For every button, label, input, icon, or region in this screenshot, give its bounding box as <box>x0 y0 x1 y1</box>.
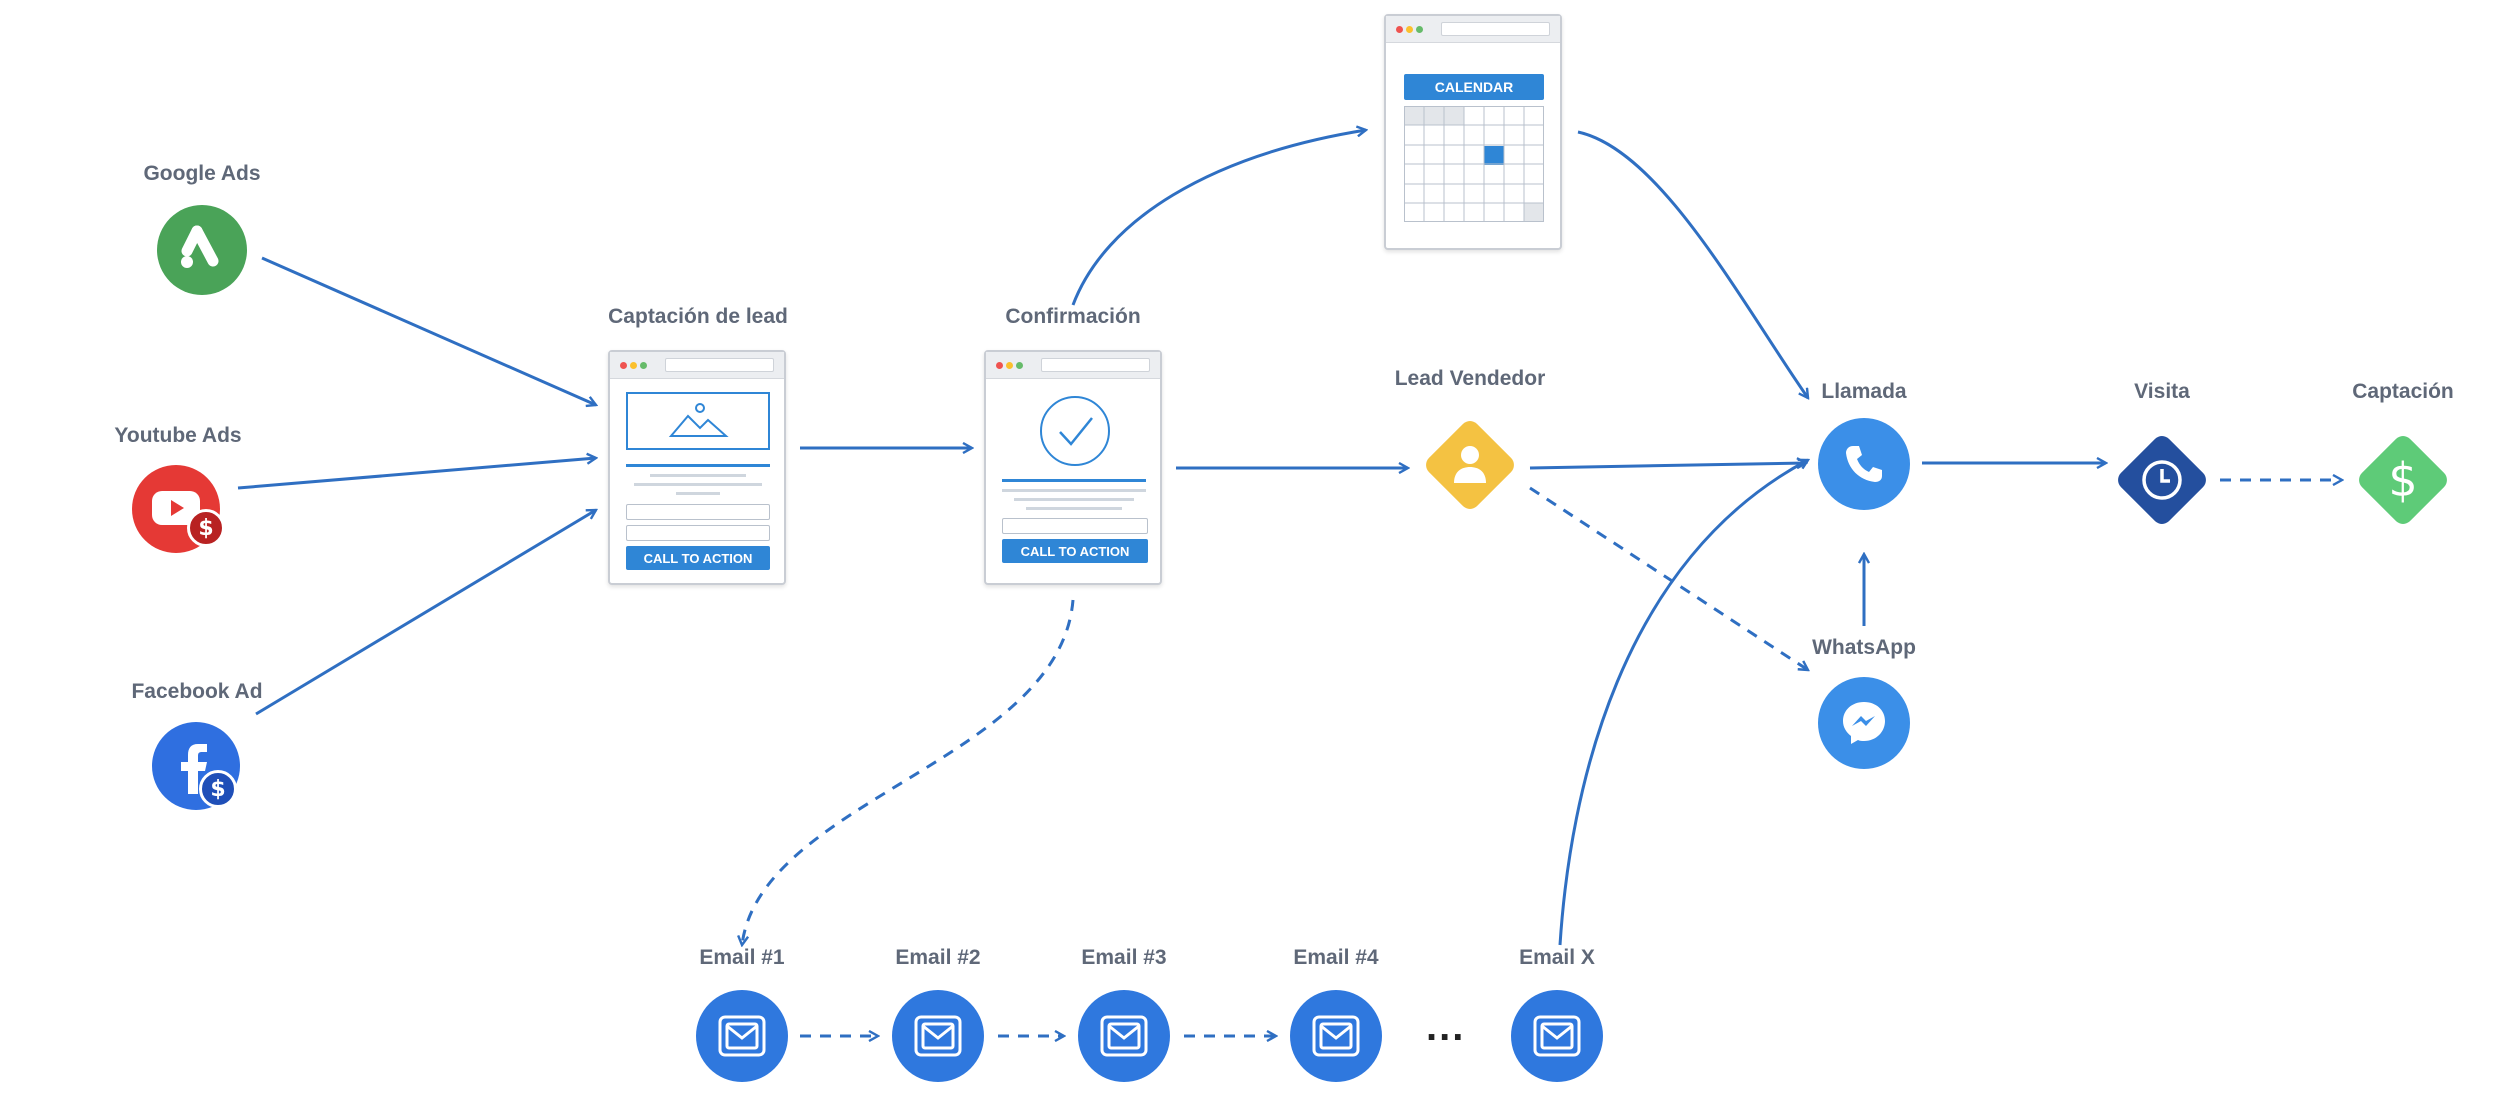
user-icon <box>1454 446 1486 483</box>
phone-icon <box>1846 446 1882 482</box>
divider <box>1002 479 1146 482</box>
mail-icon <box>1100 1015 1148 1057</box>
confirm-page-label: Confirmación <box>1005 305 1141 328</box>
calendar-header: CALENDAR <box>1404 74 1544 100</box>
mail-icon <box>1533 1015 1581 1057</box>
facebook-icon <box>181 744 207 794</box>
checkmark-icon <box>1040 396 1110 466</box>
close-dot-icon <box>1396 26 1403 33</box>
email-node[interactable] <box>892 990 984 1082</box>
minimize-dot-icon <box>630 362 637 369</box>
maximize-dot-icon <box>640 362 647 369</box>
maximize-dot-icon <box>1016 362 1023 369</box>
browser-chrome <box>986 352 1160 379</box>
calendar-grid <box>1404 106 1544 222</box>
google-ads-label: Google Ads <box>143 162 261 185</box>
facebook-ad-node[interactable]: $ <box>152 722 240 810</box>
text-line <box>634 483 762 486</box>
url-bar <box>1041 358 1150 372</box>
clock-icon <box>2142 460 2182 500</box>
text-line <box>1014 498 1134 501</box>
call-to-action-button[interactable]: CALL TO ACTION <box>1002 539 1148 563</box>
youtube-icon <box>152 491 200 525</box>
form-field[interactable] <box>1002 518 1148 534</box>
form-field[interactable] <box>626 504 770 520</box>
calendar-page[interactable]: CALENDAR <box>1384 14 1562 250</box>
call-node[interactable] <box>1818 418 1910 510</box>
visit-label: Visita <box>2134 380 2190 403</box>
call-to-action-button[interactable]: CALL TO ACTION <box>626 546 770 570</box>
capture-landing-page[interactable]: CALL TO ACTION <box>608 350 786 585</box>
capture-result-label: Captación <box>2352 380 2454 403</box>
youtube-ads-node[interactable]: $ <box>132 465 225 553</box>
email-label: Email #3 <box>1081 946 1167 969</box>
arrow-confirm-to-email1 <box>742 599 1075 945</box>
url-bar <box>665 358 774 372</box>
email-label: Email X <box>1519 946 1595 969</box>
browser-chrome <box>610 352 784 379</box>
whatsapp-node[interactable] <box>1818 677 1910 769</box>
facebook-ad-label: Facebook Ad <box>131 680 263 703</box>
image-placeholder-icon <box>626 392 770 450</box>
lead-seller-label: Lead Vendedor <box>1394 367 1546 390</box>
browser-chrome <box>1386 16 1560 43</box>
capture-page-label: Captación de lead <box>608 305 788 328</box>
email-node[interactable] <box>1511 990 1603 1082</box>
capture-result-node[interactable]: $ <box>2353 430 2453 530</box>
messenger-icon <box>1843 702 1885 744</box>
arrow-emailx-to-call <box>1558 460 1808 946</box>
call-label: Llamada <box>1821 380 1907 403</box>
maximize-dot-icon <box>1416 26 1423 33</box>
google-ads-node[interactable] <box>157 205 247 295</box>
arrow-google-to-capture <box>261 256 596 405</box>
dollar-icon: $ <box>2388 453 2418 507</box>
dollar-badge-icon: $ <box>187 509 225 547</box>
email-label: Email #2 <box>895 946 981 969</box>
minimize-dot-icon <box>1406 26 1413 33</box>
dollar-badge-icon: $ <box>199 770 237 808</box>
form-field[interactable] <box>626 525 770 541</box>
email-node[interactable] <box>696 990 788 1082</box>
mail-icon <box>1312 1015 1360 1057</box>
confirm-landing-page[interactable]: CALL TO ACTION <box>984 350 1162 585</box>
mail-icon <box>914 1015 962 1057</box>
minimize-dot-icon <box>1006 362 1013 369</box>
text-line <box>1026 507 1122 510</box>
divider <box>626 464 770 467</box>
google-ads-icon <box>181 225 219 268</box>
arrow-lead-to-whatsapp <box>1529 486 1808 670</box>
close-dot-icon <box>996 362 1003 369</box>
arrow-lead-to-call <box>1529 463 1806 470</box>
url-bar <box>1441 22 1550 36</box>
text-line <box>650 474 746 477</box>
email-node[interactable] <box>1290 990 1382 1082</box>
email-label: Email #1 <box>699 946 785 969</box>
arrow-confirm-to-calendar <box>1071 130 1366 306</box>
youtube-ads-label: Youtube Ads <box>114 424 242 447</box>
visit-node[interactable] <box>2112 430 2212 530</box>
email-label: Email #4 <box>1293 946 1379 969</box>
lead-seller-node[interactable] <box>1420 415 1520 515</box>
whatsapp-label: WhatsApp <box>1812 636 1916 659</box>
ellipsis: ... <box>1426 1005 1466 1049</box>
close-dot-icon <box>620 362 627 369</box>
text-line <box>676 492 720 495</box>
text-line <box>1002 489 1146 492</box>
arrow-youtube-to-capture <box>237 458 596 490</box>
arrow-calendar-to-call <box>1577 130 1808 398</box>
mail-icon <box>718 1015 766 1057</box>
email-node[interactable] <box>1078 990 1170 1082</box>
arrow-facebook-to-capture <box>255 508 596 716</box>
